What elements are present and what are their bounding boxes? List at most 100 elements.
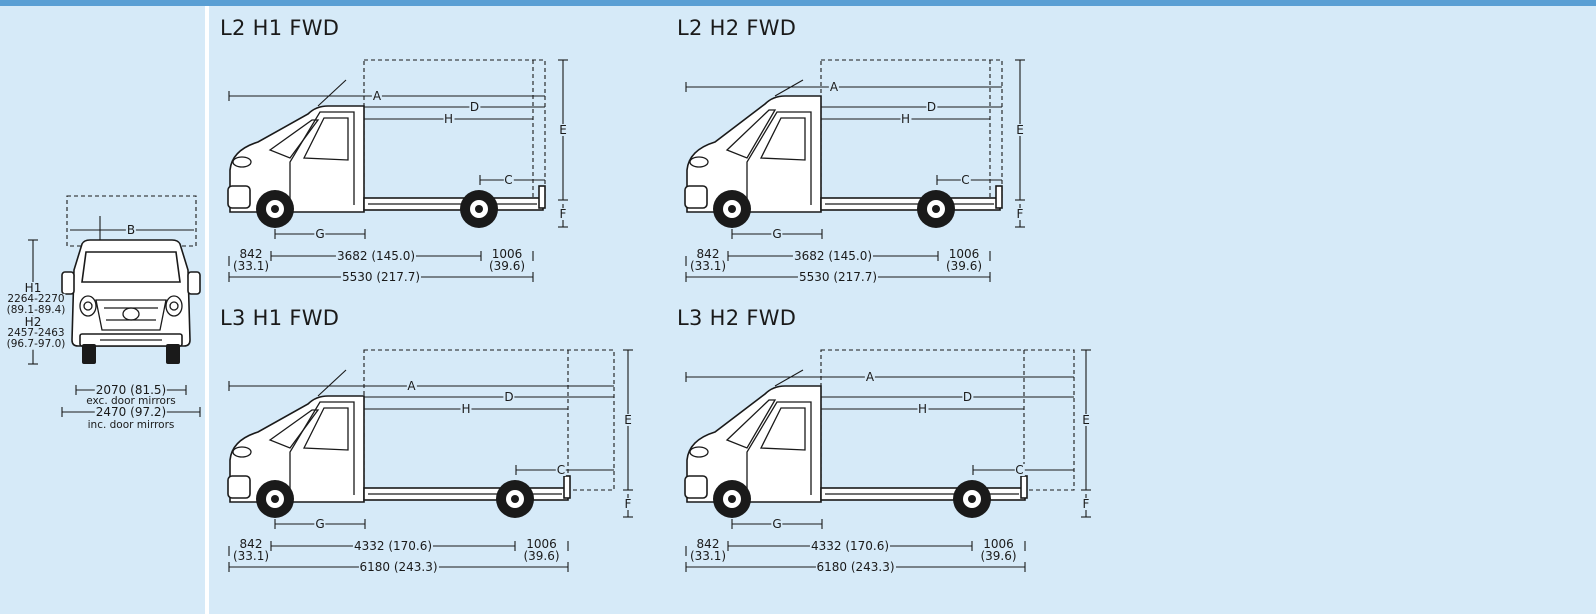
dim-e-label: E	[1015, 123, 1025, 137]
panel-title: L2 H2 FWD	[677, 16, 797, 40]
front-overhang-value: 842	[238, 537, 264, 551]
wheelbase-value: 3682 (145.0)	[335, 249, 417, 263]
front-bumper	[227, 185, 251, 209]
wheelbase-value: 4332 (170.6)	[809, 539, 891, 553]
h2-label: H2	[23, 315, 43, 329]
dim-g-label: G	[771, 517, 783, 531]
side-window	[302, 407, 349, 451]
overall-length-value: 5530 (217.7)	[340, 270, 422, 284]
cab-body	[229, 395, 365, 503]
overall-length-value: 6180 (243.3)	[358, 560, 439, 574]
panel-title: L3 H2 FWD	[677, 306, 797, 330]
column-divider	[205, 6, 209, 614]
overall-length-value: 5530 (217.7)	[797, 270, 879, 284]
cab-body	[686, 95, 822, 213]
dim-e-label: E	[1081, 413, 1091, 427]
headlight	[689, 156, 709, 168]
rear-light-post	[1020, 475, 1028, 499]
rear-light-post	[995, 185, 1003, 209]
dim-a-label: A	[371, 89, 383, 103]
dim-e-label: E	[558, 123, 568, 137]
cab-body	[686, 385, 822, 503]
overall-length-value: 6180 (243.3)	[815, 560, 896, 574]
panel-title: L3 H1 FWD	[220, 306, 340, 330]
dim-h-label: H	[442, 112, 455, 126]
width-exc-note: exc. door mirrors	[86, 394, 176, 407]
width-inc-note: inc. door mirrors	[87, 418, 175, 431]
cab-door	[746, 401, 812, 495]
dim-c-label: C	[555, 463, 567, 477]
antenna	[317, 369, 347, 397]
wheel-center	[932, 205, 940, 213]
rear-overhang-value: 1006	[982, 537, 1015, 551]
h1-label: H1	[23, 281, 43, 295]
windscreen	[268, 409, 320, 449]
headlight	[689, 446, 709, 458]
windscreen	[268, 119, 320, 159]
windscreen	[725, 399, 777, 449]
dim-c-label: C	[1014, 463, 1025, 477]
wheel-center	[728, 495, 736, 503]
front-overhang-value-in: (33.1)	[231, 549, 271, 563]
side-window	[759, 117, 806, 161]
dim-a-label: A	[828, 80, 840, 94]
dim-d-label: D	[503, 390, 515, 404]
wheelbase-value: 4332 (170.6)	[352, 539, 434, 553]
width-exc-value: 2070 (81.5)	[94, 383, 168, 397]
dim-b-label: B	[125, 223, 137, 237]
antenna	[774, 369, 804, 387]
side-window	[302, 117, 349, 161]
dim-h-label: H	[460, 402, 472, 416]
dim-d-label: D	[925, 100, 938, 114]
rear-light-post	[563, 475, 571, 499]
dim-g-label: G	[771, 227, 783, 241]
rear-overhang-value: 1006	[947, 247, 981, 261]
dim-f-label: F	[558, 207, 568, 221]
wheel-center	[728, 205, 736, 213]
width-inc-value: 2470 (97.2)	[94, 405, 168, 419]
dim-f-label: F	[1081, 497, 1091, 511]
front-overhang-value-in: (33.1)	[688, 549, 728, 563]
windscreen	[725, 109, 777, 159]
front-overhang-value-in: (33.1)	[688, 259, 728, 273]
dim-f-label: F	[1015, 207, 1025, 221]
dim-c-label: C	[960, 173, 971, 187]
headlight	[232, 446, 252, 458]
dim-g-label: G	[314, 227, 326, 241]
dim-h-label: H	[916, 402, 929, 416]
h1-value-in: (89.1-89.4)	[5, 303, 67, 316]
front-overhang-value: 842	[695, 247, 721, 261]
wheel-center	[271, 205, 279, 213]
antenna	[317, 79, 347, 107]
dim-e-label: E	[623, 413, 633, 427]
top-accent-bar	[0, 0, 1596, 6]
rear-light-post	[538, 185, 546, 209]
h2-value-in: (96.7-97.0)	[5, 337, 67, 350]
wheelbase-value: 3682 (145.0)	[792, 249, 874, 263]
front-overhang-value: 842	[238, 247, 264, 261]
front-overhang-value: 842	[695, 537, 721, 551]
rear-overhang-value-in: (39.6)	[944, 259, 984, 273]
front-bumper	[684, 475, 708, 499]
front-bumper	[227, 475, 251, 499]
wheel-center	[475, 205, 483, 213]
dim-d-label: D	[961, 390, 974, 404]
cab-body	[229, 105, 365, 213]
rear-overhang-value: 1006	[525, 537, 558, 551]
antenna	[774, 79, 804, 97]
dim-c-label: C	[503, 173, 514, 187]
dim-f-label: F	[623, 497, 633, 511]
rear-overhang-value-in: (39.6)	[487, 259, 527, 273]
cab-door	[289, 401, 355, 495]
h1-value: 2264-2270	[6, 292, 66, 305]
dim-a-label: A	[864, 370, 876, 384]
rear-overhang-value-in: (39.6)	[522, 549, 561, 563]
dim-h-label: H	[899, 112, 912, 126]
rear-overhang-value-in: (39.6)	[979, 549, 1018, 563]
front-overhang-value-in: (33.1)	[231, 259, 271, 273]
wheel-center	[271, 495, 279, 503]
cab-door	[746, 111, 812, 205]
rear-overhang-value: 1006	[490, 247, 524, 261]
